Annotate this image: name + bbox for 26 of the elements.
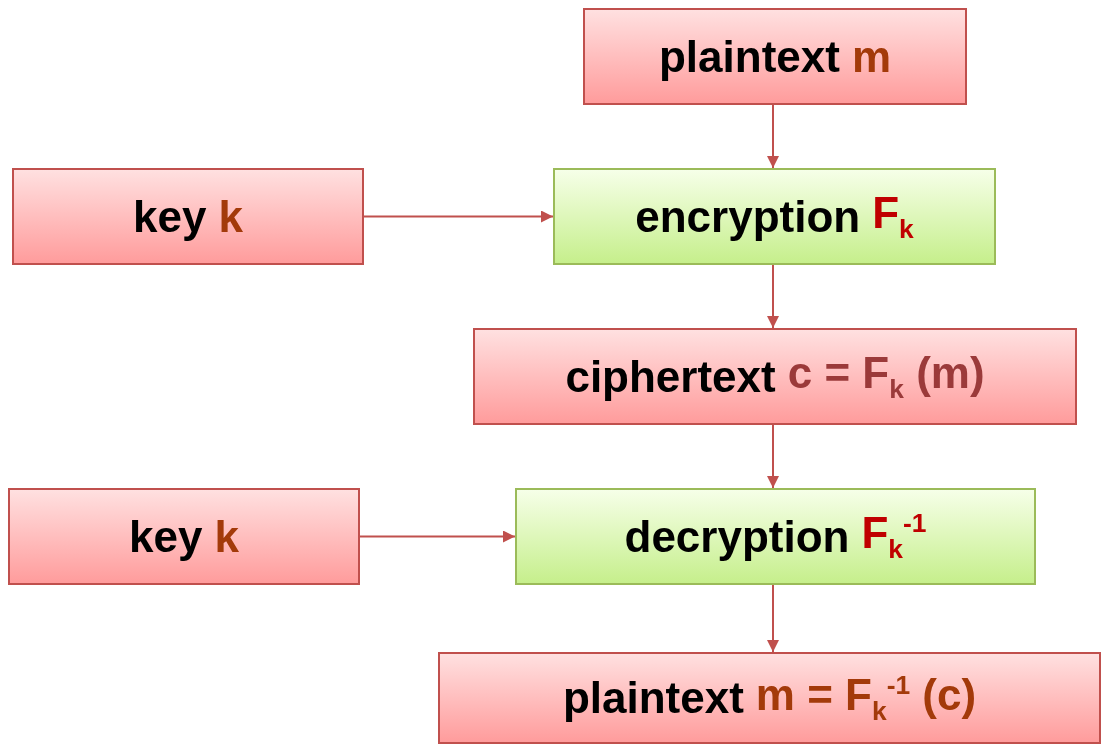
math-expression: m = F$_{k}$$^{-1}$ (c) [755,669,977,727]
node-label: ciphertext [565,351,776,402]
data-box [12,168,364,265]
math-expression: F$_{k}$ [872,188,914,245]
math-expression: m [851,31,891,82]
arrow [359,530,516,543]
arrow [767,424,779,489]
data-box [583,8,967,105]
math-expression: k [218,191,243,242]
data-box [438,652,1101,744]
node-label: decryption [624,511,850,562]
process-box [553,168,996,265]
data-box [8,488,360,585]
data-box [473,328,1077,425]
arrow [767,104,779,169]
math-expression: k [214,511,239,562]
arrow [767,584,779,653]
arrow [363,210,554,223]
node-label: plaintext [658,31,840,82]
node-label: key [129,511,203,562]
node-label: key [133,191,207,242]
process-box [515,488,1036,585]
math-expression: c = F$_{k}$ (m) [787,348,985,405]
node-label: plaintext [562,673,744,723]
node-label: encryption [635,191,861,242]
arrow [767,264,779,329]
